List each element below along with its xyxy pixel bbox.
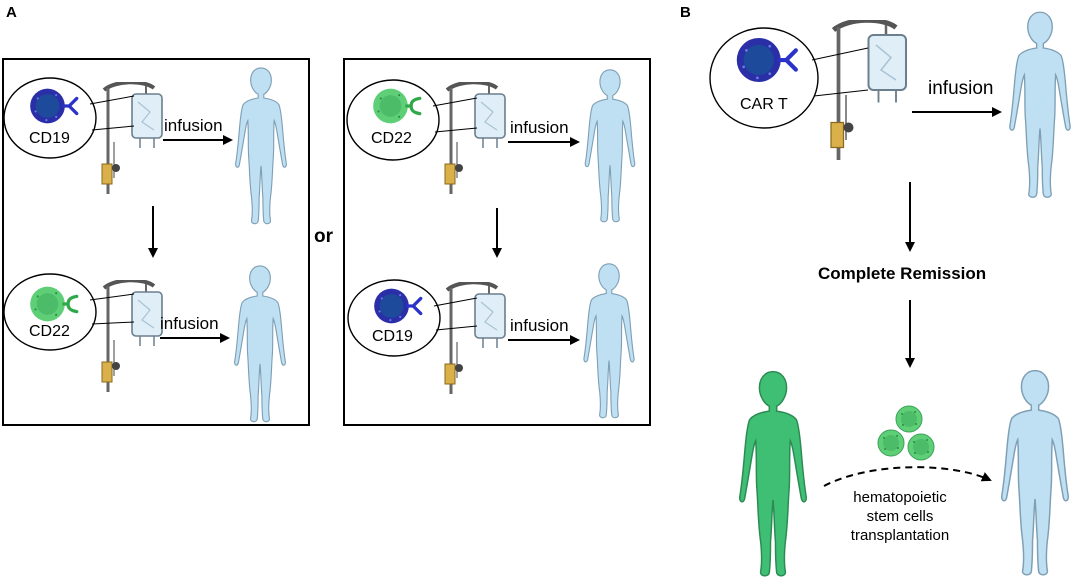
iv-bag-icon [443,282,507,396]
callout-pointer [813,89,869,97]
or-label: or [314,226,333,247]
infusion-label: infusion [160,314,219,333]
hsct-line-3: transplantation [850,527,950,544]
panel-label-b: B [680,4,691,21]
panel-label-a: A [6,4,17,21]
callout-pointer [435,325,478,331]
recipient-body-icon [1000,369,1070,576]
panel-b-transplant [738,369,1070,577]
box1-step1 [3,67,288,225]
patient-body-icon [234,67,288,225]
infusion-label: infusion [510,118,569,137]
stem-cell-icon [895,405,923,433]
callout-pointer [89,293,135,301]
patient-body-icon [1009,11,1071,198]
box1-step2 [3,265,287,423]
donor-body-icon [738,370,808,577]
callout-pointer [91,321,135,325]
panel-b-car-t [709,11,1071,198]
antigen-label-cd22: CD22 [371,130,412,147]
hsct-label: hematopoietic stem cells transplantation [840,488,960,545]
infusion-label: infusion [164,116,223,135]
patient-body-icon [584,69,636,223]
stem-cell-icon [907,433,935,461]
callout-pointer [91,125,135,131]
stem-cell-icon [877,429,905,457]
callout-pointer [433,297,478,307]
callout-pointer [89,95,135,105]
iv-bag-icon [443,82,507,196]
antigen-label-cd22: CD22 [29,323,70,340]
car-t-label: CAR T [740,96,788,113]
hsct-line-2: stem cells [866,508,934,525]
callout-pointer [811,47,869,61]
transplant-arrow [823,466,992,487]
hsct-line-1: hematopoietic [853,489,947,506]
panel-a-sequence-box-2 [343,58,651,426]
antigen-label-cd19: CD19 [29,130,70,147]
infusion-label: infusion [928,78,994,99]
panel-a-sequence-box-1 [2,58,310,426]
patient-body-icon [233,265,287,423]
infusion-label: infusion [510,316,569,335]
callout-pointer [434,127,478,133]
iv-bag-icon [100,82,164,196]
callout-pointer [432,97,478,107]
antigen-label-cd19: CD19 [372,328,413,345]
box2-step2 [347,263,635,419]
patient-body-icon [583,263,635,419]
box2-step1 [346,69,636,223]
complete-remission-label: Complete Remission [818,264,987,283]
iv-bag-icon [831,20,906,160]
